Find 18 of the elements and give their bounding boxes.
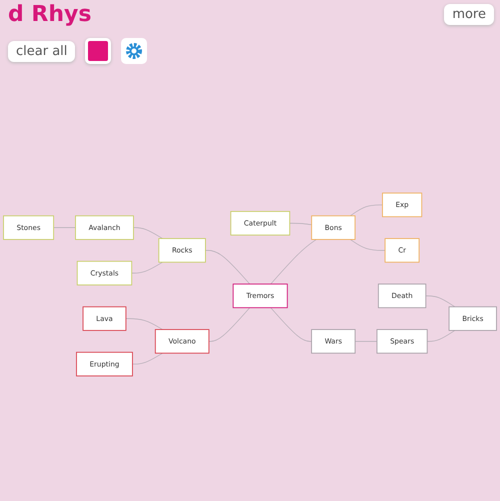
connector [133, 227, 163, 239]
connector [205, 250, 250, 284]
clear-button: clear all [8, 40, 76, 62]
connector [350, 204, 383, 216]
title: d Rhys [8, 2, 92, 27]
connector [350, 239, 386, 251]
connector [208, 307, 250, 342]
connector [354, 341, 378, 342]
connector [53, 227, 76, 228]
connector [270, 307, 312, 342]
connector [289, 222, 312, 226]
connector [425, 296, 456, 308]
connector [270, 239, 317, 284]
connector [126, 318, 163, 330]
connector [132, 352, 163, 364]
connector [131, 262, 163, 274]
connector [426, 330, 456, 342]
more-button: more [444, 4, 494, 25]
